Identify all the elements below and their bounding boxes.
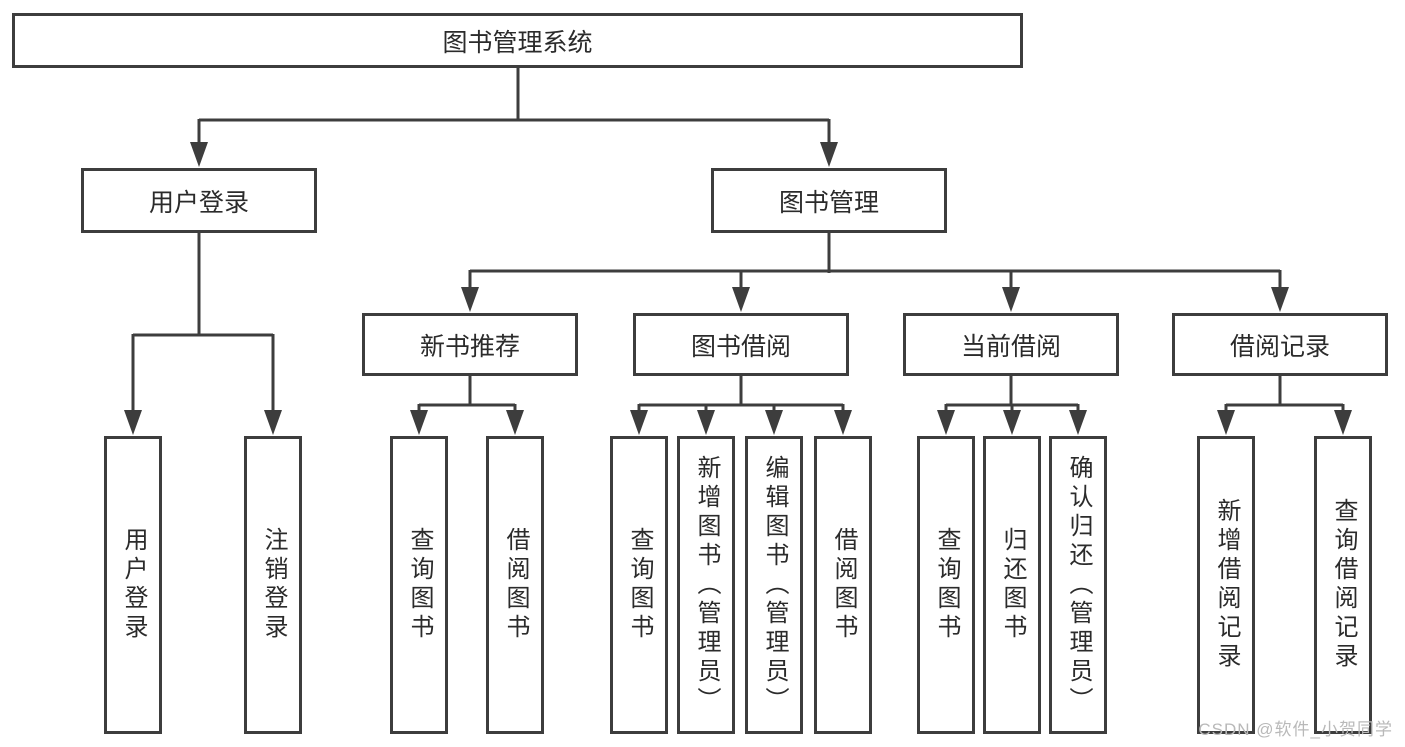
leaf-recommend-query-books: 查询图书: [390, 436, 448, 734]
leaf-records-add-borrow-record: 新增借阅记录: [1197, 436, 1255, 734]
leaf-borrowing-add-book-admin: 新增图书（管理员）: [677, 436, 735, 734]
leaf-borrowing-edit-book-admin: 编辑图书（管理员）: [745, 436, 803, 734]
leaf-logout: 注销登录: [244, 436, 302, 734]
leaf-user-login: 用户登录: [104, 436, 162, 734]
node-current-borrowing: 当前借阅: [903, 313, 1119, 376]
leaf-current-query-books: 查询图书: [917, 436, 975, 734]
node-book-management: 图书管理: [711, 168, 947, 233]
node-book-borrowing: 图书借阅: [633, 313, 849, 376]
node-root-library-system: 图书管理系统: [12, 13, 1023, 68]
leaf-records-query-borrow-record: 查询借阅记录: [1314, 436, 1372, 734]
leaf-recommend-borrow-books: 借阅图书: [486, 436, 544, 734]
leaf-borrowing-borrow-books: 借阅图书: [814, 436, 872, 734]
node-borrowing-records: 借阅记录: [1172, 313, 1388, 376]
node-user-login: 用户登录: [81, 168, 317, 233]
leaf-current-return-book: 归还图书: [983, 436, 1041, 734]
node-new-book-recommend: 新书推荐: [362, 313, 578, 376]
leaf-borrowing-query-books: 查询图书: [610, 436, 668, 734]
leaf-current-confirm-return-admin: 确认归还（管理员）: [1049, 436, 1107, 734]
